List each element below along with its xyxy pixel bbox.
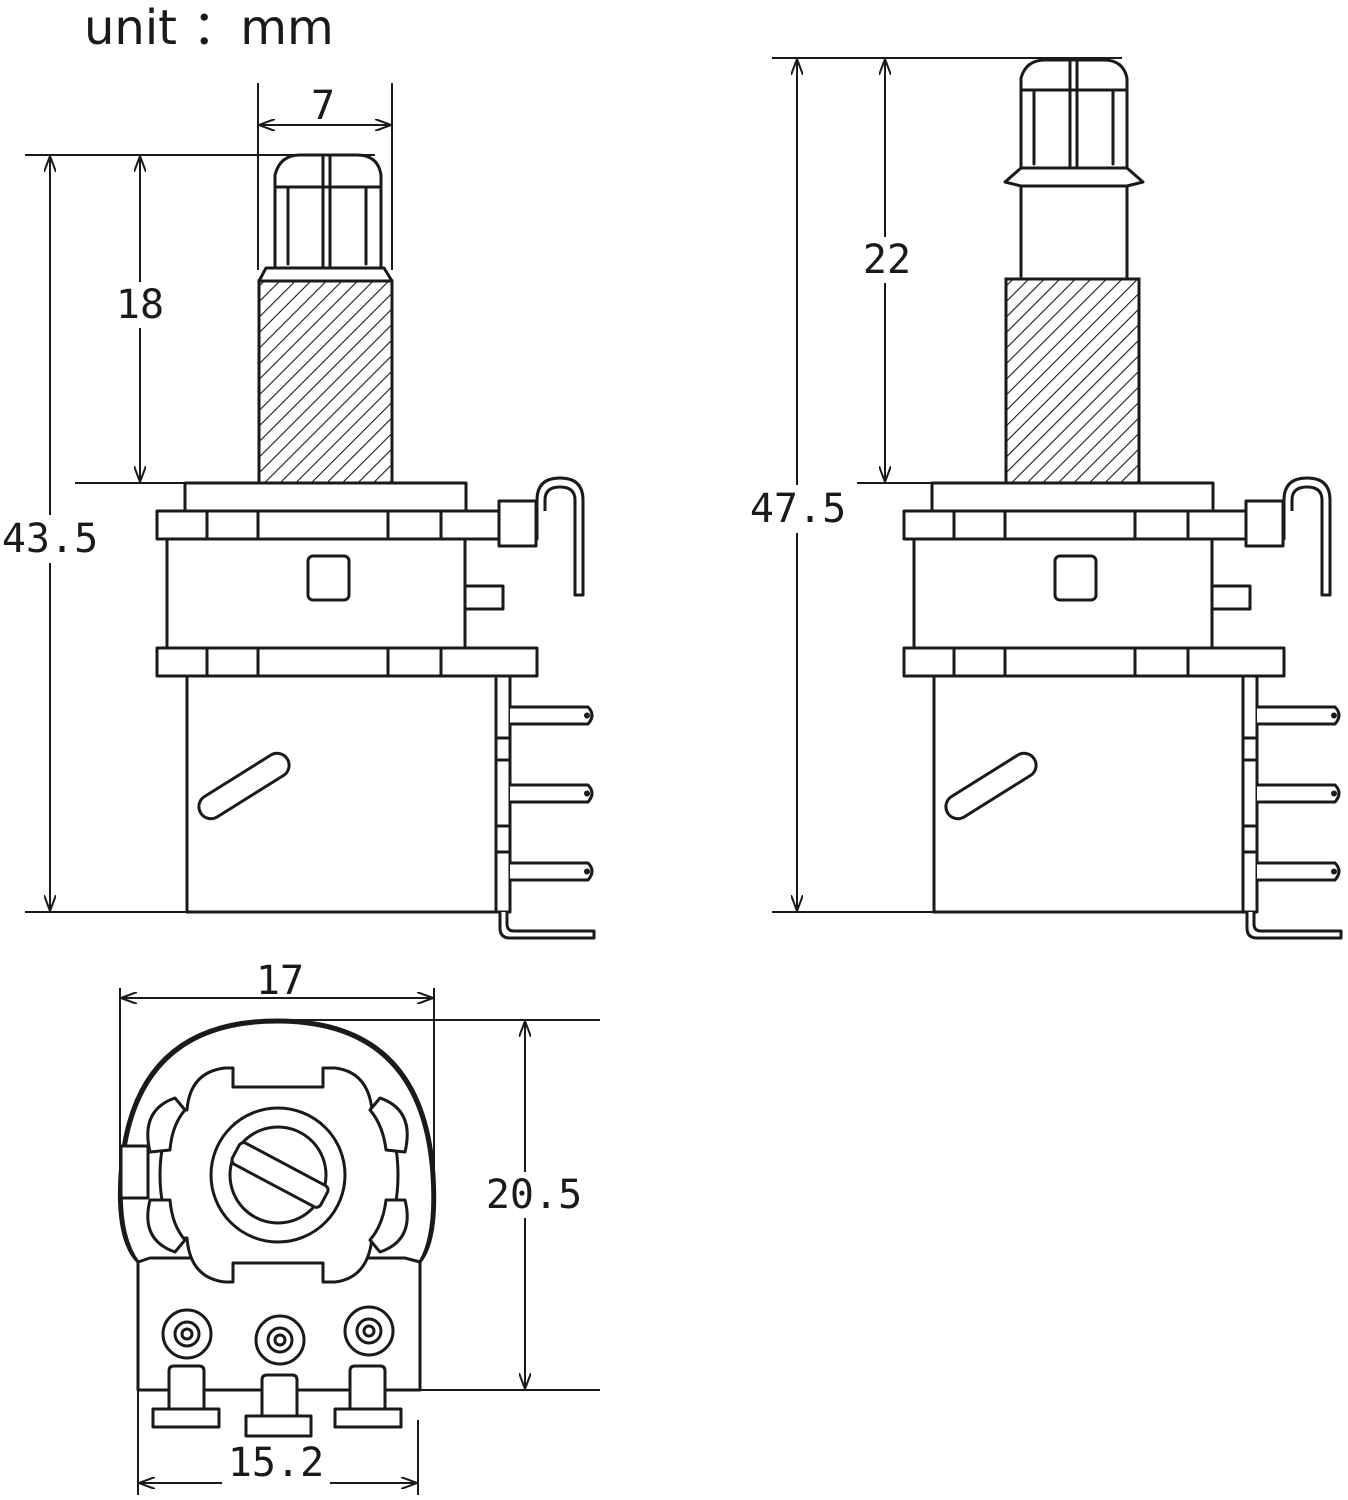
plain-bushing: [1019, 184, 1129, 281]
dim-label-body-height: 20.5: [486, 1172, 582, 1218]
dim-label-shaft-width: 7: [311, 83, 335, 129]
shaft-collar-long: [1003, 166, 1145, 188]
bottom-view: [117, 1018, 437, 1438]
threaded-bushing-long: [1004, 277, 1141, 485]
lug-eyelets: [161, 1305, 395, 1366]
terminal-pins: [151, 1364, 403, 1438]
unit-label: unit ：mm: [84, 0, 334, 56]
long-shaft-side-view: [902, 58, 1343, 940]
dim-label-long-shaft-height: 22: [863, 237, 911, 283]
dim-label-long-total-height: 47.5: [750, 486, 846, 532]
dim-label-short-total-height: 43.5: [2, 516, 98, 562]
dim-label-body-diameter: 17: [256, 958, 304, 1004]
shaft-collar: [257, 266, 394, 283]
split-shaft-long: [1019, 58, 1129, 170]
dim-label-pin-span: 15.2: [228, 1440, 324, 1486]
dim-label-short-shaft-height: 18: [116, 282, 164, 328]
short-shaft-side-view: [155, 153, 596, 940]
threaded-bushing: [257, 279, 394, 485]
shaft-slot: [230, 1141, 330, 1209]
